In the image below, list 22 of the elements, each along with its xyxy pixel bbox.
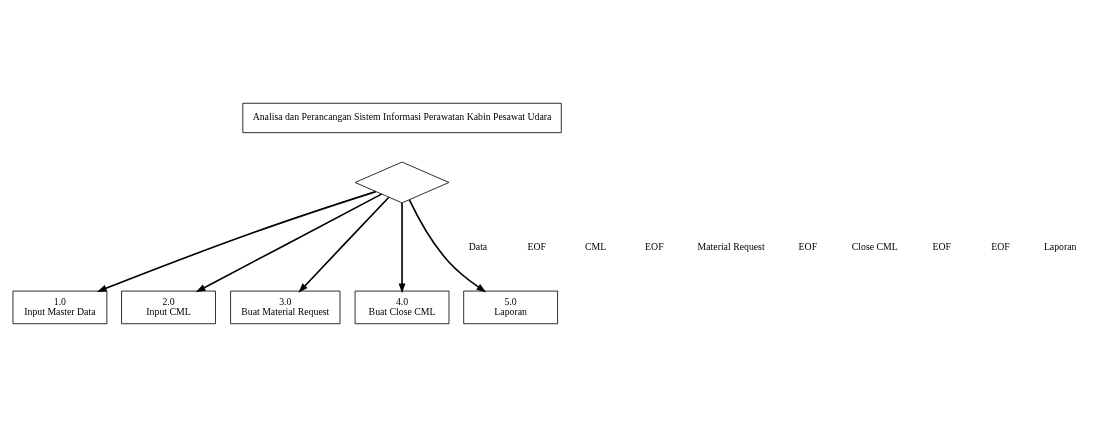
label: CML	[584, 240, 607, 252]
node-box: 2.0 Input CML	[121, 290, 216, 325]
node-box: Analisa dan Perancangan Sistem Informasi Perawatan Kabin Pesawat Udara	[242, 102, 562, 134]
label: EOF	[991, 240, 1010, 252]
label: Material Request	[697, 240, 765, 252]
arrow	[195, 193, 383, 293]
label: Laporan	[1043, 240, 1077, 252]
label: Data	[468, 240, 488, 252]
node-box: 4.0 Buat Close CML	[354, 290, 450, 325]
node-box: 3.0 Buat Material Request	[230, 290, 341, 325]
label: EOF	[645, 240, 664, 252]
arrow	[298, 196, 390, 293]
label: Close CML	[851, 240, 898, 252]
arrow	[408, 199, 487, 293]
label: EOF	[798, 240, 818, 252]
arrow	[96, 190, 377, 292]
arrow	[398, 202, 406, 294]
label: EOF	[527, 240, 547, 252]
label: EOF	[932, 240, 952, 252]
node-box: 5.0 Laporan	[463, 290, 558, 325]
node-box: 1.0 Input Master Data	[12, 290, 108, 325]
node-diamond	[354, 161, 450, 204]
